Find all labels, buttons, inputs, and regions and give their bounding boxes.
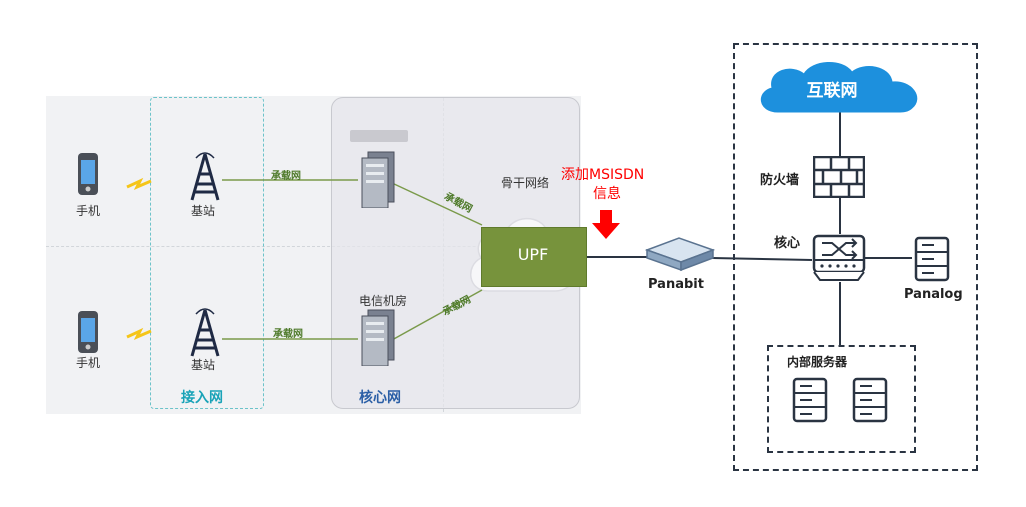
core-label: 核心 [774, 236, 801, 251]
server-icon [852, 377, 888, 423]
base-station-icon [190, 152, 220, 201]
server-icon [792, 377, 828, 423]
phone-label-top: 手机 [76, 204, 101, 218]
phone-icon [78, 311, 98, 353]
access-network-label: 接入网 [181, 390, 223, 406]
carrier-network-label: 承载网 [273, 329, 303, 340]
core-network-label: 核心网 [359, 390, 401, 406]
msisdn-annotation-line2: 信息 [593, 186, 621, 202]
core-server-icon [361, 151, 395, 208]
phone-label-bottom: 手机 [76, 356, 101, 370]
telecom-room-label: 电信机房 [359, 294, 408, 308]
upf-label: UPF [517, 245, 549, 264]
internet-label: 互联网 [806, 81, 858, 101]
upf-box [481, 227, 587, 287]
backbone-label: 骨干网络 [501, 176, 550, 190]
panel-divider [46, 246, 581, 247]
firewall-icon [813, 156, 865, 198]
panalog-label: Panalog [904, 287, 963, 302]
panabit-device-icon [645, 237, 715, 272]
base-station-label-bottom: 基站 [191, 358, 216, 372]
core-switch-icon [812, 234, 866, 281]
panabit-label: Panabit [648, 277, 704, 292]
internal-network-box [733, 43, 978, 471]
internet-cloud-icon [761, 62, 918, 113]
internal-servers-box [767, 345, 916, 453]
msisdn-annotation: 添加MSISDN [561, 167, 645, 183]
core-server-icon [361, 309, 395, 366]
blurred-label [350, 130, 408, 142]
panalog-server-icon [914, 236, 950, 282]
base-station-label-top: 基站 [191, 204, 216, 218]
down-arrow-icon [592, 210, 620, 239]
access-network-box [150, 97, 264, 409]
firewall-label: 防火墙 [760, 173, 800, 188]
phone-icon [78, 153, 98, 195]
internal-servers-label: 内部服务器 [787, 355, 848, 369]
carrier-network-label: 承载网 [271, 171, 301, 182]
base-station-icon [190, 308, 220, 357]
